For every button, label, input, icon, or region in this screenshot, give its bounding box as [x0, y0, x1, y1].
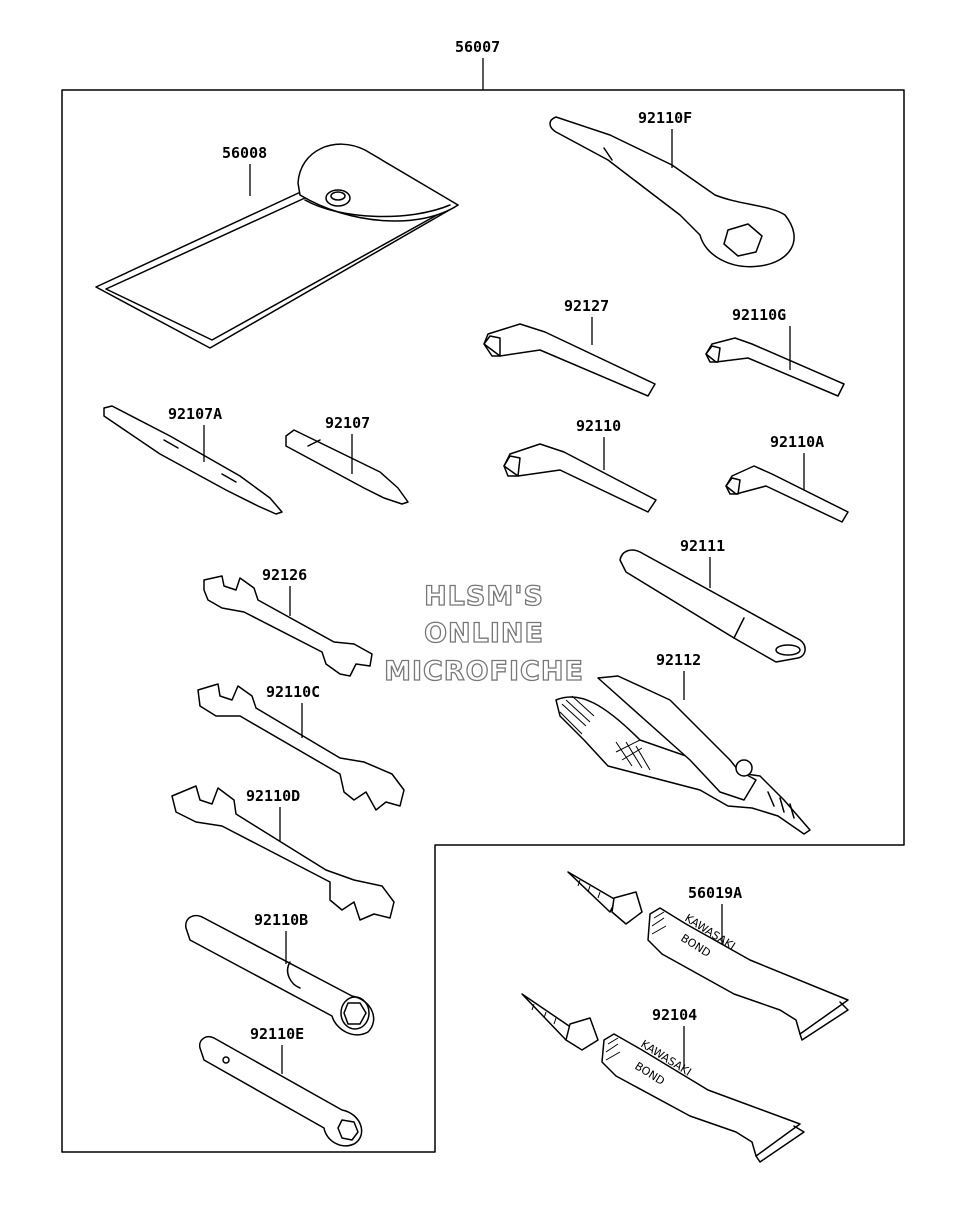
screwdriver-bit-92107A[interactable]	[103, 405, 283, 515]
hex-key-92110A[interactable]	[725, 465, 849, 523]
watermark-line-3: MICROFICHE	[384, 656, 584, 687]
box-wrench-92110F[interactable]	[549, 116, 795, 268]
label-92110: 92110	[576, 417, 621, 435]
label-92126: 92126	[262, 566, 307, 584]
pliers-92112[interactable]	[555, 675, 811, 835]
label-92110G: 92110G	[732, 306, 786, 324]
wrench-92110C[interactable]	[197, 683, 405, 811]
label-56008: 56008	[222, 144, 267, 162]
label-92107: 92107	[325, 414, 370, 432]
tool-bag-56008[interactable]	[95, 143, 459, 349]
hex-key-92110[interactable]	[503, 443, 657, 513]
label-92127: 92127	[564, 297, 609, 315]
extension-bar-92111[interactable]	[619, 549, 806, 663]
watermark-line-1: HLSM'S	[424, 581, 544, 612]
label-92110A: 92110A	[770, 433, 824, 451]
label-92104: 92104	[652, 1006, 697, 1024]
watermark-line-2: ONLINE	[424, 618, 544, 649]
label-92110C: 92110C	[266, 683, 320, 701]
wrench-92126[interactable]	[203, 575, 373, 677]
label-56019A: 56019A	[688, 884, 742, 902]
label-92107A: 92107A	[168, 405, 222, 423]
label-92110B: 92110B	[254, 911, 308, 929]
assembly-label: 56007	[455, 38, 500, 56]
hex-key-92127[interactable]	[483, 323, 656, 397]
bond-tube-92104[interactable]	[521, 993, 805, 1163]
label-92110E: 92110E	[250, 1025, 304, 1043]
label-92112: 92112	[656, 651, 701, 669]
label-92111: 92111	[680, 537, 725, 555]
hex-key-92110G[interactable]	[705, 337, 845, 397]
bond-tube-56019A[interactable]	[567, 871, 849, 1041]
socket-wrench-92110B[interactable]	[185, 914, 375, 1036]
assembly-border	[61, 89, 905, 1153]
label-92110F: 92110F	[638, 109, 692, 127]
label-92110D: 92110D	[246, 787, 300, 805]
wrench-92110D[interactable]	[171, 785, 395, 921]
screwdriver-92107[interactable]	[285, 429, 409, 505]
socket-wrench-92110E[interactable]	[198, 1036, 363, 1147]
